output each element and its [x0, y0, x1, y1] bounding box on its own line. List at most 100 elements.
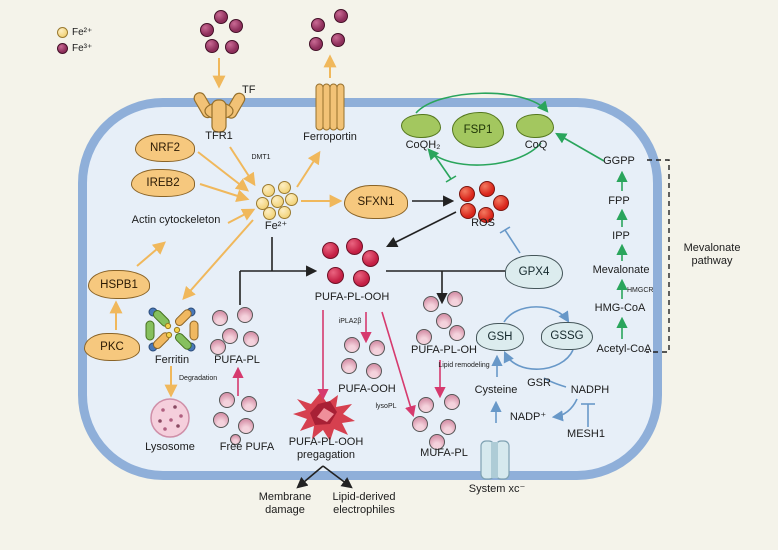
pink-arrows	[232, 310, 446, 418]
lipid-peroxidation-burst	[293, 393, 355, 441]
pufa-pl-molecule	[237, 307, 253, 323]
legend-fe3-icon	[57, 43, 68, 54]
blue-arrows	[490, 226, 595, 427]
free-pufa-molecule	[230, 434, 241, 445]
green-arrows	[415, 92, 628, 339]
tfr1-label: TFR1	[205, 130, 233, 142]
pufa-pl-molecule	[210, 339, 226, 355]
propagation-label: PUFA-PL-OOH pregagation	[288, 436, 364, 461]
pufa-pl-ooh-molecule	[362, 250, 379, 267]
sfxn1-node: SFXN1	[344, 185, 408, 219]
black-arrows	[239, 195, 505, 489]
pufa-pl-oh-molecule	[423, 296, 439, 312]
ros-label: ROS	[471, 217, 495, 229]
pufa-ooh-molecule	[369, 340, 385, 356]
ggpp-label: GGPP	[603, 155, 635, 167]
mesh1-label: MESH1	[567, 428, 605, 440]
lipid-remodeling-label: Lipid remodeling	[438, 362, 490, 369]
acetyl-coa-label: Acetyl-CoA	[596, 343, 652, 355]
pufa-pl-label: PUFA-PL	[214, 354, 260, 366]
lysosome-label: Lysosome	[145, 441, 195, 453]
fe2-label: Fe²⁺	[264, 220, 288, 232]
dmt1-label: DMT1	[251, 154, 271, 161]
ros-molecule	[493, 195, 509, 211]
pufa-ooh-molecule	[366, 363, 382, 379]
ipla2b-label: iPLA2β	[338, 318, 362, 325]
pufa-pl-oh-molecule	[449, 325, 465, 341]
lysosome-shape	[150, 398, 190, 438]
orange-arrows	[109, 54, 343, 398]
membrane-damage-label: Membrane damage	[258, 491, 312, 516]
mufa-pl-molecule	[444, 394, 460, 410]
ferroportin-label: Ferroportin	[303, 131, 357, 143]
pufa-pl-ooh-label: PUFA-PL-OOH	[314, 291, 390, 303]
gpx4-node: GPX4	[505, 255, 563, 289]
mufa-pl-molecule	[418, 397, 434, 413]
fsp1-node: FSP1	[452, 112, 504, 148]
coq-blob	[516, 114, 554, 138]
nadph-label: NADPH	[570, 384, 610, 396]
fe2-ion	[285, 193, 298, 206]
mufa-pl-molecule	[429, 434, 445, 450]
gsh-node: GSH	[476, 323, 524, 351]
ferroportin-channel-shape	[315, 83, 345, 131]
tf-receptor-shape	[193, 92, 246, 133]
coqh2-blob	[401, 114, 441, 138]
mufa-pl-molecule	[440, 419, 456, 435]
nadp-label: NADP⁺	[509, 411, 547, 423]
system-xc-label: System xc⁻	[468, 483, 526, 495]
degradation-label: Degradation	[179, 375, 218, 382]
fe3-ion	[200, 23, 214, 37]
pufa-pl-ooh-molecule	[353, 270, 370, 287]
fe3-ion	[205, 39, 219, 53]
fe3-ion	[214, 10, 228, 24]
fe3-ion	[331, 33, 345, 47]
pufa-ooh-molecule	[341, 358, 357, 374]
fe3-ion	[309, 37, 323, 51]
fe3-ion	[311, 18, 325, 32]
hspb1-node: HSPB1	[88, 270, 150, 299]
ferritin-complex-shape	[145, 307, 199, 352]
pkc-node: PKC	[84, 333, 140, 361]
fe2-ion	[271, 195, 284, 208]
legend-fe2-icon	[57, 27, 68, 38]
pufa-pl-oh-label: PUFA-PL-OH	[410, 344, 478, 356]
pufa-pl-molecule	[212, 310, 228, 326]
legend-fe2-label: Fe²⁺	[72, 27, 93, 38]
pufa-pl-molecule	[222, 328, 238, 344]
free-pufa-molecule	[238, 418, 254, 434]
gsr-label: GSR	[527, 377, 551, 389]
system-xc-channel-shape	[480, 440, 510, 480]
gssg-node: GSSG	[541, 322, 593, 350]
free-pufa-molecule	[241, 396, 257, 412]
fe2-ion	[278, 206, 291, 219]
ros-molecule	[478, 207, 494, 223]
pufa-pl-oh-molecule	[447, 291, 463, 307]
fpp-label: FPP	[608, 195, 630, 207]
ros-molecule	[460, 203, 476, 219]
mevalonate-pathway-label: Mevalonate pathway	[683, 242, 741, 267]
coqh2-label: CoQH₂	[405, 139, 441, 151]
hmg-coa-label: HMG-CoA	[594, 302, 646, 314]
ireb2-node: IREB2	[131, 169, 195, 197]
free-pufa-molecule	[213, 412, 229, 428]
legend-fe3-label: Fe³⁺	[72, 43, 93, 54]
actin-cytoskeleton-label: Actin cytockeleton	[131, 214, 221, 226]
free-pufa-label: Free PUFA	[219, 441, 275, 453]
pufa-pl-oh-molecule	[436, 313, 452, 329]
pufa-pl-ooh-molecule	[346, 238, 363, 255]
lysopl-label: lysoPL	[375, 403, 397, 410]
fe3-ion	[229, 19, 243, 33]
pufa-pl-oh-molecule	[416, 329, 432, 345]
ipp-label: IPP	[612, 230, 630, 242]
pufa-ooh-label: PUFA-OOH	[338, 383, 396, 395]
fe3-ion	[334, 9, 348, 23]
pufa-pl-ooh-molecule	[322, 242, 339, 259]
lipid-electrophiles-label: Lipid-derived electrophiles	[332, 491, 396, 516]
pufa-pl-molecule	[243, 331, 259, 347]
hmgcr-label: HMGCR	[627, 287, 654, 294]
fe2-ion	[262, 184, 275, 197]
tf-label: TF	[242, 84, 256, 96]
